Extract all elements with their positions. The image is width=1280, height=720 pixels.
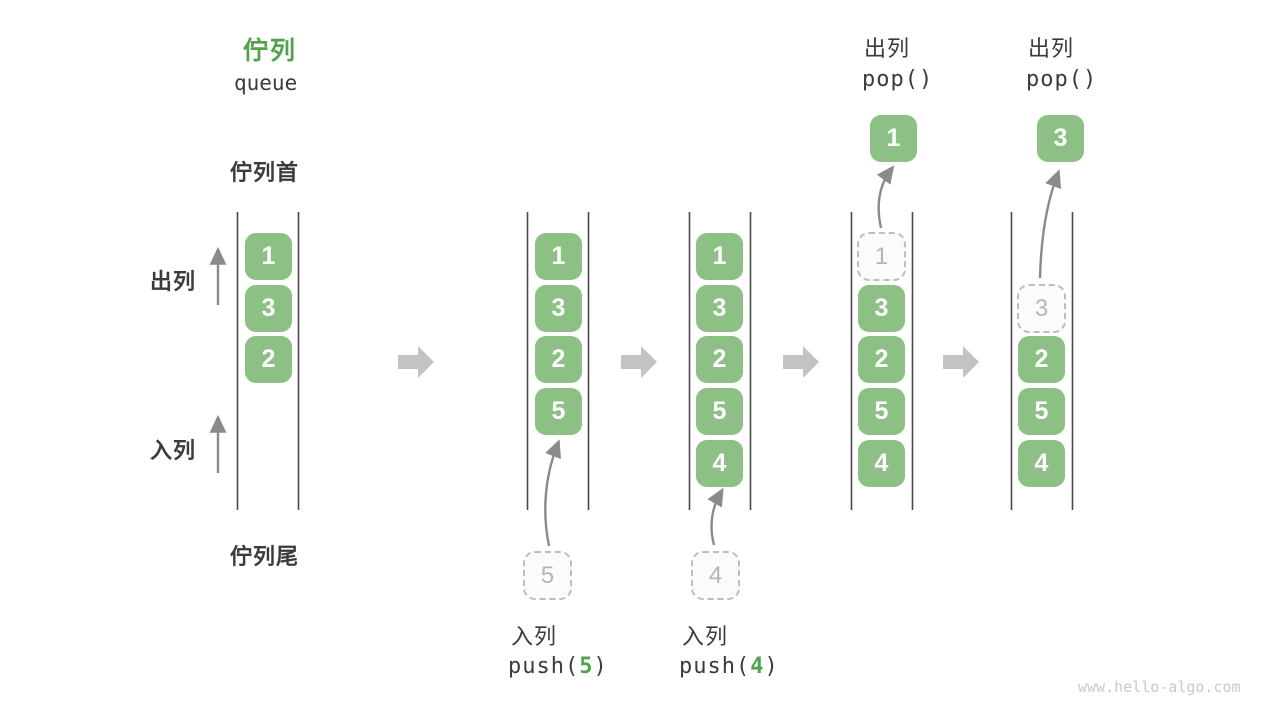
pop1-op-code: pop(): [862, 67, 934, 92]
code-arg: 4: [750, 654, 765, 679]
queue-cell: 1: [245, 233, 292, 280]
pop1-op-label: 出列: [864, 36, 911, 61]
pop3-arrow-icon: [1038, 169, 1062, 279]
queue-cell: 3: [535, 285, 582, 332]
push4-arrow-icon: [707, 487, 724, 546]
queue-cell: 1: [535, 233, 582, 280]
queue-cell: 5: [535, 388, 582, 435]
queue-front-label: 佇列首: [230, 160, 300, 185]
push5-op-label: 入列: [511, 624, 558, 649]
code-text: push(: [508, 654, 580, 679]
diagram-subtitle: queue: [234, 71, 298, 95]
pop1-arrow-icon: [876, 165, 895, 229]
flow-arrow-icon: [209, 165, 1062, 547]
queue-cell: 3: [245, 285, 292, 332]
popped-value-cell: 3: [1037, 115, 1084, 162]
removed-value-cell: 1: [857, 232, 906, 281]
queue-cell: 2: [1018, 336, 1065, 383]
watermark: www.hello-algo.com: [1078, 678, 1241, 696]
diagram-title: 佇列: [243, 37, 298, 65]
queue-rear-label: 佇列尾: [230, 544, 300, 569]
removed-value-cell: 3: [1017, 284, 1066, 333]
queue-cell: 2: [696, 336, 743, 383]
code-arg: 5: [579, 654, 594, 679]
code-text: ): [593, 654, 608, 679]
push4-op-code: push(4): [679, 654, 779, 679]
queue-cell: 4: [696, 440, 743, 487]
code-text: push(: [679, 654, 751, 679]
push4-op-label: 入列: [682, 624, 729, 649]
pop3-op-code: pop(): [1026, 67, 1098, 92]
incoming-value-cell: 5: [523, 551, 572, 600]
pop3-op-label: 出列: [1028, 36, 1075, 61]
dequeue-label: 出列: [150, 269, 197, 294]
queue-cell: 2: [245, 336, 292, 383]
queue-cell: 4: [1018, 440, 1065, 487]
queue-cell: 1: [696, 233, 743, 280]
popped-value-cell: 1: [870, 115, 917, 162]
column-walls-icon: [236, 212, 1074, 510]
queue-cell: 5: [1018, 388, 1065, 435]
push5-arrow-icon: [544, 439, 561, 547]
queue-cell: 2: [858, 336, 905, 383]
queue-cell: 3: [858, 285, 905, 332]
queue-cell: 5: [858, 388, 905, 435]
queue-cell: 2: [535, 336, 582, 383]
incoming-value-cell: 4: [691, 551, 740, 600]
queue-cell: 3: [696, 285, 743, 332]
code-text: ): [764, 654, 779, 679]
push5-op-code: push(5): [508, 654, 608, 679]
enqueue-label: 入列: [150, 438, 197, 463]
queue-cell: 4: [858, 440, 905, 487]
queue-cell: 5: [696, 388, 743, 435]
